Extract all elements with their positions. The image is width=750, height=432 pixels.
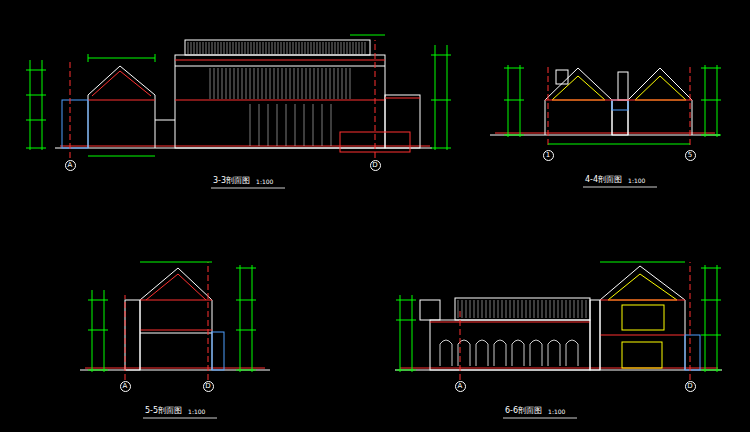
- axis-bubble: D: [685, 381, 696, 392]
- scale-label: 1:100: [548, 409, 565, 416]
- axis-bubble: 1: [543, 150, 554, 161]
- axis-number: D: [205, 383, 210, 390]
- axis-bubble: D: [370, 160, 381, 171]
- section-title: 3-3剖面图: [213, 177, 250, 186]
- section-title: 5-5剖面图: [145, 407, 182, 416]
- axis-number: 1: [546, 152, 550, 159]
- scale-label: 1:100: [628, 178, 645, 185]
- axis-number: D: [372, 162, 377, 169]
- axis-number: A: [68, 162, 73, 169]
- axis-number: 5: [688, 152, 692, 159]
- section-title: 4-4剖面图: [585, 176, 622, 185]
- axis-bubble: A: [455, 381, 466, 392]
- scale-label: 1:100: [256, 179, 273, 186]
- axis-number: A: [458, 383, 463, 390]
- section-6-6: [395, 262, 722, 380]
- axis-bubble: A: [120, 381, 131, 392]
- axis-bubble: A: [65, 160, 76, 171]
- title-underline: [143, 187, 657, 418]
- axis-number: D: [687, 383, 692, 390]
- section-4-4: [490, 65, 721, 145]
- scale-label: 1:100: [188, 409, 205, 416]
- section-title: 6-6剖面图: [505, 407, 542, 416]
- section-5-5: [80, 262, 270, 380]
- axis-bubble: 5: [685, 150, 696, 161]
- axis-number: A: [123, 383, 128, 390]
- section-3-3: [26, 35, 451, 158]
- axis-bubble: D: [203, 381, 214, 392]
